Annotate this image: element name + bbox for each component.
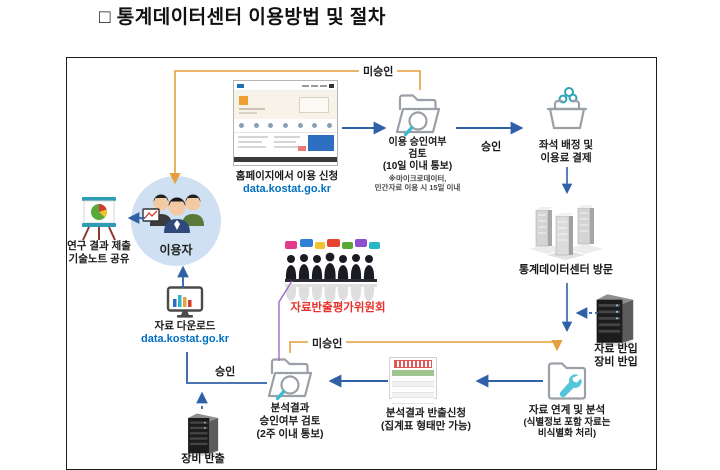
equipment-out-label: 장비 반출 <box>167 453 239 466</box>
center-visit-label: 통계데이터센터 방문 <box>496 264 636 277</box>
folder-magnifier-icon <box>395 94 441 137</box>
usage-review-label: 이용 승인여부 검토 (10일 이내 통보) ※마이크로데이터, 민간자료 이용… <box>365 137 470 192</box>
export-request-line2: (집계표 형태만 가능) <box>380 419 472 432</box>
homepage-footer <box>234 157 337 162</box>
page-title: □ 통계데이터센터 이용방법 및 절차 <box>99 7 386 28</box>
data-analysis-label: 자료 연계 및 분석 (식별정보 포함 자료는 비식별화 처리) <box>503 404 631 440</box>
monitor-chart-icon <box>166 286 204 318</box>
edge-label-unapproved-top: 미승인 <box>359 63 398 79</box>
data-download-text: 자료 다운로드 <box>154 320 216 332</box>
data-carry-in-label: 자료 반입 장비 반입 <box>578 343 654 370</box>
export-request-line1: 분석결과 반출신청 <box>385 407 467 419</box>
buildings-icon <box>529 205 603 260</box>
seat-payment-label: 좌석 배정 및 이용료 결제 <box>516 139 616 165</box>
seat-payment-line2: 이용료 결제 <box>540 151 592 164</box>
homepage-url-text: data.kostat.go.kr <box>242 182 332 195</box>
research-output-line2: 기술노트 공유 <box>68 252 130 265</box>
result-review-label: 분석결과 승인여부 검토 (2주 이내 통보) <box>233 402 347 440</box>
data-analysis-line1: 자료 연계 및 분석 <box>528 404 606 416</box>
folder-wrench-icon <box>547 362 587 400</box>
research-output-line1: 연구 결과 제출 <box>67 240 131 252</box>
usage-review-note2: 민간자료 이용 시 15일 이내 <box>374 182 461 192</box>
committee-label: 자료반출평가위원회 <box>290 302 386 314</box>
users-icon <box>142 194 204 233</box>
table-header-row <box>392 370 434 376</box>
homepage-screenshot <box>233 80 338 166</box>
speech-bubbles <box>285 239 380 249</box>
result-review-line1: 분석결과 <box>270 402 310 414</box>
table-title-bar <box>394 360 432 368</box>
homepage-content <box>234 133 337 156</box>
export-request-label: 분석결과 반출신청 (집계표 형태만 가능) <box>356 407 496 433</box>
center-visit-text: 통계데이터센터 방문 <box>518 264 614 276</box>
result-review-line2: 승인여부 검토 <box>259 414 321 427</box>
usage-review-line3: (10일 이내 통보) <box>382 161 453 173</box>
data-carry-in-line1: 자료 반입 <box>594 343 638 355</box>
homepage-banner <box>234 91 337 119</box>
chart-board <box>142 208 160 226</box>
homepage-navbar <box>234 81 337 91</box>
aggregate-table-thumbnail <box>389 357 437 404</box>
kostat-logo <box>237 83 244 88</box>
research-output-label: 연구 결과 제출 기술노트 공유 <box>53 240 145 266</box>
usage-review-line2: 검토 <box>408 149 427 161</box>
data-analysis-line2: (식별정보 포함 자료는 <box>523 416 611 428</box>
server-equipment-out-icon <box>188 413 219 456</box>
edge-label-approved-bottom: 승인 <box>211 363 240 379</box>
edge-label-approved-top: 승인 <box>477 138 506 154</box>
folder-magnifier-icon <box>267 358 313 401</box>
homepage-quicklinks <box>234 119 337 133</box>
server-carry-in-icon <box>596 294 634 346</box>
homepage-label: 홈페이지에서 이용 신청 data.kostat.go.kr <box>222 170 352 196</box>
edge-label-unapproved-bottom: 미승인 <box>308 335 347 351</box>
seat-payment-line1: 좌석 배정 및 <box>538 139 594 151</box>
menu-icon <box>329 83 334 88</box>
homepage-banner-box <box>308 135 334 151</box>
homepage-apply-text: 홈페이지에서 이용 신청 <box>235 170 339 182</box>
user-label: 이용자 <box>159 243 193 257</box>
equipment-out-text: 장비 반출 <box>181 453 225 465</box>
easel-piechart-icon <box>82 197 116 241</box>
person-right <box>182 194 204 226</box>
result-review-line3: (2주 이내 통보) <box>256 427 324 440</box>
person-center <box>164 197 190 233</box>
data-analysis-line3: 비식별화 처리) <box>537 428 597 440</box>
committee-image <box>285 239 380 302</box>
basket-coins-icon <box>546 87 588 130</box>
usage-review-note1: ※마이크로데이터, <box>388 173 447 183</box>
data-download-label: 자료 다운로드 data.kostat.go.kr <box>125 320 245 346</box>
data-download-url: data.kostat.go.kr <box>140 332 230 345</box>
data-carry-in-line2: 장비 반입 <box>594 356 638 369</box>
usage-review-line1: 이용 승인여부 <box>388 137 447 148</box>
